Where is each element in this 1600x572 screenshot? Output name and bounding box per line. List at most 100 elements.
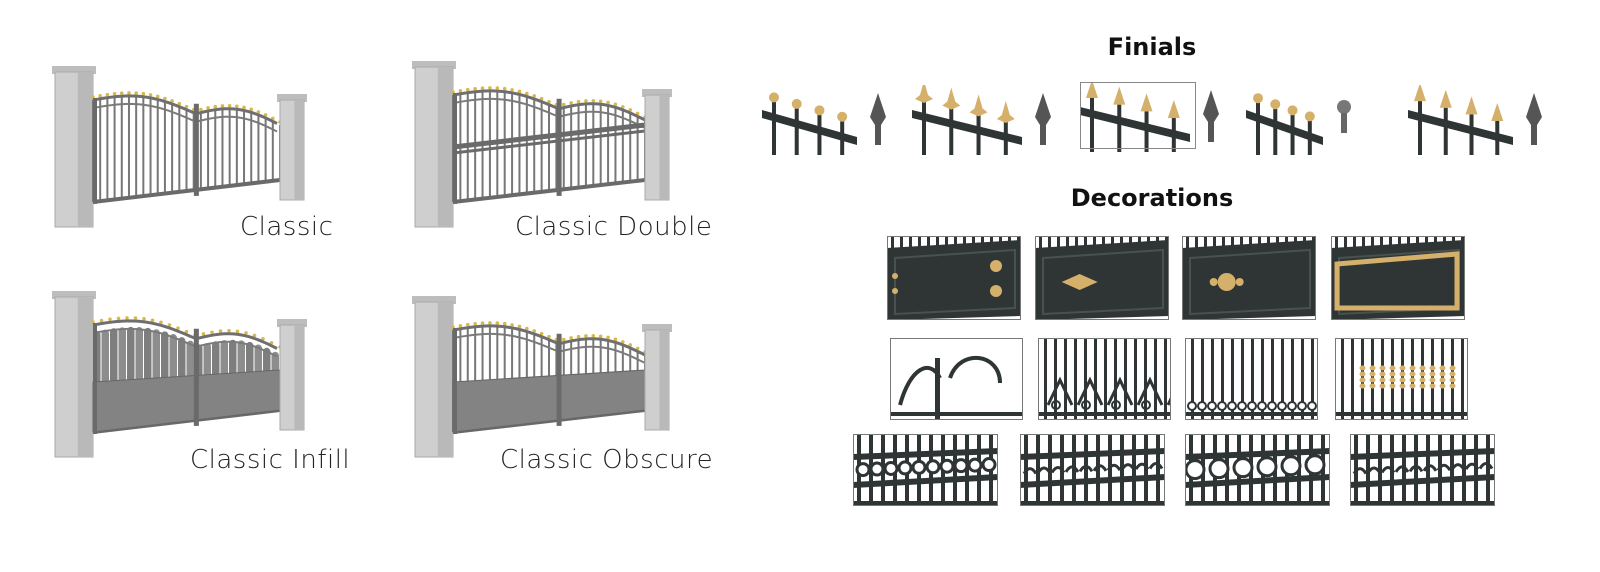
finial [473,86,477,91]
finial [576,99,581,104]
finial [591,333,596,338]
gate-image-classic[interactable] [45,60,325,235]
finial [235,329,240,334]
decoration-option-diamond-rosette[interactable] [1035,236,1169,320]
finial [227,328,231,333]
finial [502,86,507,91]
finial [176,326,180,330]
finial [98,93,102,98]
finial [177,101,182,106]
finial [510,88,514,92]
finial [473,321,477,326]
finial [569,101,573,105]
finial [480,321,485,325]
decoration-option-double-dots[interactable] [887,236,1021,320]
finial [108,317,112,322]
decoration-option-ornate-rosette[interactable] [1182,236,1316,320]
finial [127,91,131,95]
decoration-option-large-circles-band[interactable] [1185,434,1330,506]
gate-image-classic-obscure[interactable] [405,290,690,465]
finial [465,87,470,92]
finial [465,322,470,327]
gate-label-classic-obscure: Classic Obscure [500,445,714,475]
finial-option-fleur[interactable] [912,85,1057,157]
finial [606,335,610,340]
right-pillar [642,324,672,431]
finial [606,100,610,105]
finial [561,102,566,107]
finial [517,89,522,94]
gate-image-classic-double[interactable] [405,55,690,235]
finial [569,336,573,340]
finial [613,102,618,107]
finial [458,88,463,93]
finial [125,316,129,320]
gate-image-classic-infill[interactable] [45,285,325,465]
right-pillar [277,319,307,431]
finial [242,105,246,110]
left-pillar [52,291,96,458]
decoration-option-scrolls[interactable] [890,338,1023,420]
finial [621,105,625,109]
finial [525,326,529,331]
finial [584,99,588,103]
finial [116,316,121,321]
finial [249,107,254,112]
finial [256,110,261,114]
finial [635,346,640,351]
right-pillar [642,89,672,201]
finial [199,107,203,112]
finial [206,106,210,110]
finial [91,95,95,99]
finial [213,104,218,109]
finial [584,334,588,338]
decoration-option-rings-base[interactable] [1185,338,1318,420]
finial [99,318,104,323]
finial [532,94,537,98]
decoration-option-scroll-band[interactable] [1020,434,1165,506]
decoration-option-gold-frame[interactable] [1331,236,1465,320]
left-pillar [412,61,456,228]
finial-option-ball[interactable] [762,85,892,157]
finial [495,321,500,325]
finial [201,332,206,336]
finial [119,91,124,95]
gate-label-classic: Classic [240,212,334,242]
decoration-option-gold-collars[interactable] [1335,338,1468,420]
finial [451,90,455,94]
finial [252,333,257,338]
gate-label-classic-infill: Classic Infill [190,445,351,475]
finial [184,329,189,334]
decoration-option-hearts[interactable] [1038,338,1171,420]
finial [210,330,214,335]
finial [155,94,160,99]
finial [458,323,463,328]
finial [141,91,146,96]
finial-option-round-ball[interactable] [1246,85,1358,157]
finial [105,92,110,97]
finial [488,86,492,90]
right-pillar [277,94,307,201]
finial [451,325,455,329]
finial [621,340,625,344]
finial [598,334,603,339]
finial [539,96,544,101]
finial-option-spike[interactable] [1408,85,1548,157]
finial [235,104,239,109]
gate-label-classic-double: Classic Double [515,212,713,242]
left-pillar [412,296,456,458]
finial [547,334,551,339]
finial [220,104,225,108]
finials-title: Finials [1107,33,1197,61]
finial [628,108,633,112]
finial [269,340,274,345]
finial [148,93,153,97]
decoration-option-circles-band[interactable] [853,434,998,506]
finial [227,103,232,108]
finial [591,98,596,103]
finial [510,323,514,327]
finial [539,331,544,336]
decoration-option-c-scroll-band[interactable] [1350,434,1495,506]
finial [488,321,492,325]
finial-option-spear-selected[interactable] [1080,82,1225,154]
